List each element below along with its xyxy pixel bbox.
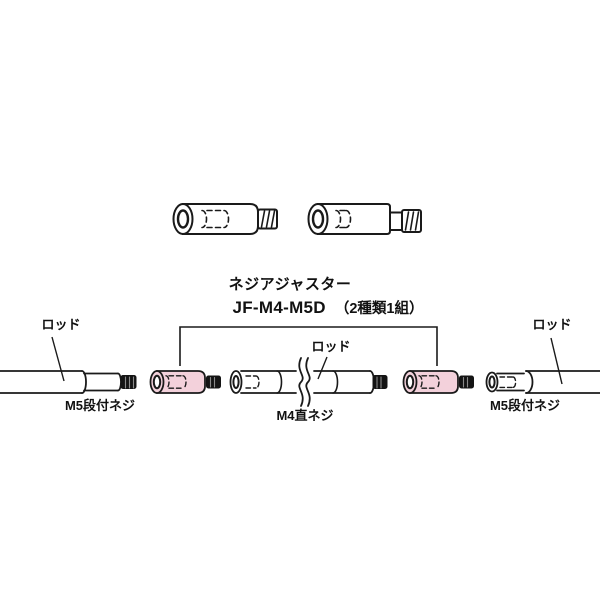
model-line: JF-M4-M5D （2種類1組）	[232, 297, 423, 318]
hidden-hole-dashes	[335, 209, 352, 229]
rod-right-drawing	[485, 370, 600, 394]
label-rod-left: ロッド	[41, 317, 81, 332]
adjuster-straight-icon	[172, 203, 278, 235]
label-screw-middle: M4直ネジ	[276, 408, 334, 423]
label-screw-left: M5段付ネジ	[64, 398, 136, 413]
m4-screw-tip	[372, 375, 388, 389]
adjuster-item-left	[149, 370, 221, 394]
male-thread-tip	[459, 375, 474, 389]
m5-stepped-screw-tip	[120, 375, 137, 389]
rod-middle-drawing	[229, 357, 388, 407]
hidden-hole-dashes	[201, 209, 230, 229]
male-thread-icon	[401, 209, 422, 233]
male-thread-icon	[257, 208, 278, 230]
male-thread-tip	[206, 375, 221, 389]
leader-rod-right	[550, 337, 563, 385]
label-rod-middle: ロッド	[311, 339, 351, 354]
rod-left-drawing	[0, 370, 137, 394]
step-collar	[389, 211, 403, 231]
kit-bracket	[179, 326, 438, 366]
break-symbol	[298, 357, 311, 407]
label-screw-right: M5段付ネジ	[489, 398, 561, 413]
leader-rod-middle	[317, 356, 328, 380]
product-title: ネジアジャスター	[228, 276, 352, 293]
label-rod-right: ロッド	[532, 317, 572, 332]
adjuster-stepped-icon	[307, 203, 422, 235]
model-number: JF-M4-M5D	[232, 298, 326, 317]
adjuster-item-right	[402, 370, 474, 394]
kit-note: （2種類1組）	[334, 301, 424, 317]
leader-rod-left	[51, 336, 65, 382]
